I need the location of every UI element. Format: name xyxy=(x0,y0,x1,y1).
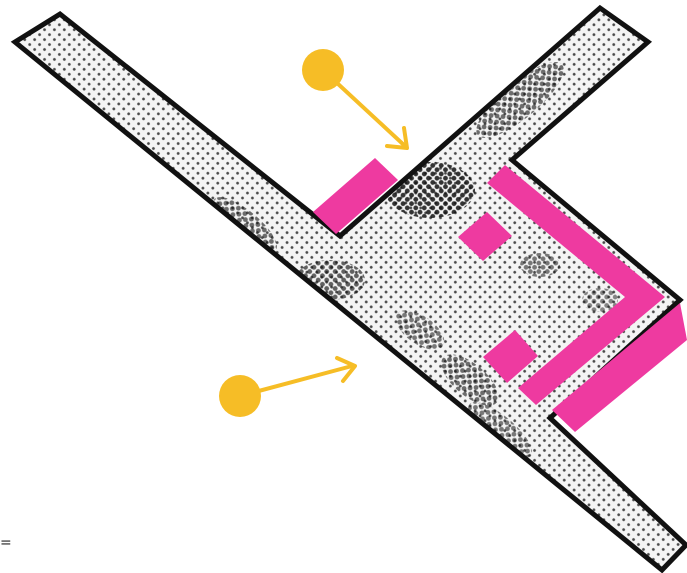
pointer-dot xyxy=(302,49,344,91)
pointer-top xyxy=(302,49,407,148)
corner-mark: = xyxy=(0,536,12,550)
dark-blotch xyxy=(385,162,475,218)
dark-blotch xyxy=(520,253,560,277)
pointer-bottom xyxy=(219,358,355,417)
pointer-dot xyxy=(219,375,261,417)
